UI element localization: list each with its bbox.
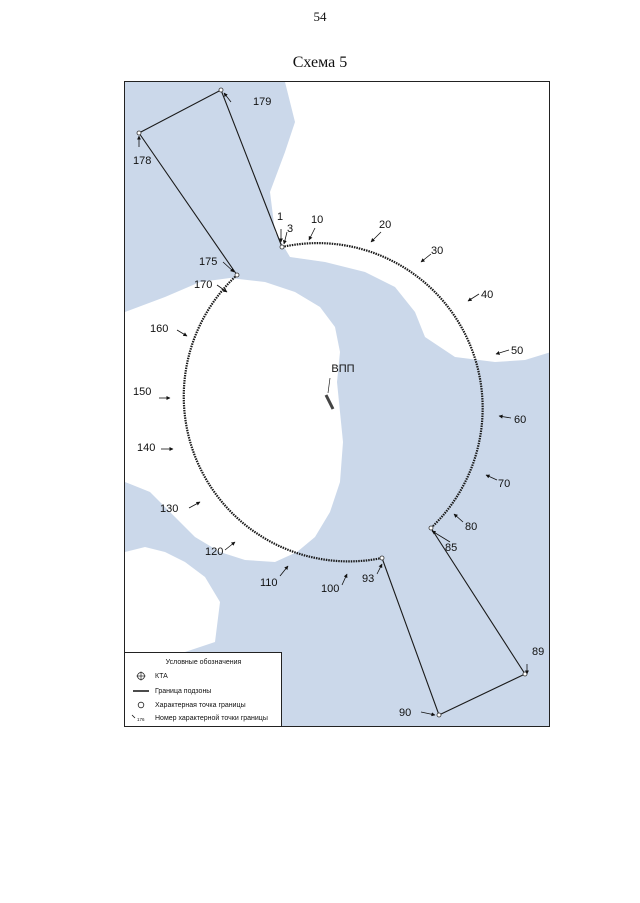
map-frame: ВПП [124, 81, 550, 727]
legend-label: Характерная точка границы [155, 701, 246, 709]
point-label-40: 40 [481, 289, 493, 301]
legend-label: Граница подзоны [155, 687, 212, 695]
point-label-90: 90 [399, 707, 411, 719]
legend-item-kta: КТА [131, 671, 168, 681]
east-water [495, 362, 549, 579]
land-areas [125, 82, 549, 652]
point-label-85: 85 [445, 542, 457, 554]
point-label-93: 93 [362, 573, 374, 585]
subzone-boundary [138, 89, 526, 716]
point-label-130: 130 [160, 503, 178, 515]
point-label-10: 10 [311, 214, 323, 226]
leader-arrow-icon: 176 [131, 713, 151, 723]
legend-label: Номер характерной точки границы [155, 714, 268, 722]
map-canvas: ВПП [125, 82, 549, 726]
legend-sample-number: 176 [137, 717, 145, 722]
legend-item-number: 176 Номер характерной точки границы [131, 713, 268, 723]
point-label-150: 150 [133, 386, 151, 398]
point-labels: 179 178 175 170 160 150 140 130 120 110 … [133, 96, 544, 719]
legend-item-point: Характерная точка границы [131, 700, 246, 710]
point-label-120: 120 [205, 546, 223, 558]
point-label-50: 50 [511, 345, 523, 357]
small-circle-icon [131, 700, 151, 710]
point-label-30: 30 [431, 245, 443, 257]
scheme-title: Схема 5 [292, 54, 348, 71]
point-label-100: 100 [321, 583, 339, 595]
boundary-points [136, 87, 528, 718]
point-label-89: 89 [532, 646, 544, 658]
central-land [125, 278, 343, 562]
map-legend: Условные обозначения КТА Граница подзоны [125, 652, 282, 726]
point-label-140: 140 [137, 442, 155, 454]
legend-item-boundary: Граница подзоны [131, 686, 211, 696]
legend-label: КТА [155, 672, 168, 680]
legend-title: Условные обозначения [165, 659, 242, 666]
point-label-170: 170 [194, 279, 212, 291]
runway: ВПП [324, 363, 355, 410]
point-label-20: 20 [379, 219, 391, 231]
point-label-60: 60 [514, 414, 526, 426]
label-leaders [137, 92, 529, 717]
crosshair-circle-icon [131, 671, 151, 681]
point-label-3: 3 [287, 223, 293, 235]
solid-line-icon [131, 686, 151, 696]
southwest-land [125, 547, 220, 652]
page-number: 54 [313, 9, 327, 24]
northern-land [125, 82, 549, 362]
point-label-160: 160 [150, 323, 168, 335]
point-label-175: 175 [199, 256, 217, 268]
point-label-70: 70 [498, 478, 510, 490]
point-label-110: 110 [260, 577, 278, 589]
point-label-179: 179 [253, 96, 271, 108]
point-label-178: 178 [133, 155, 151, 167]
point-label-80: 80 [465, 521, 477, 533]
point-label-1: 1 [277, 211, 283, 223]
runway-label: ВПП [331, 363, 354, 375]
